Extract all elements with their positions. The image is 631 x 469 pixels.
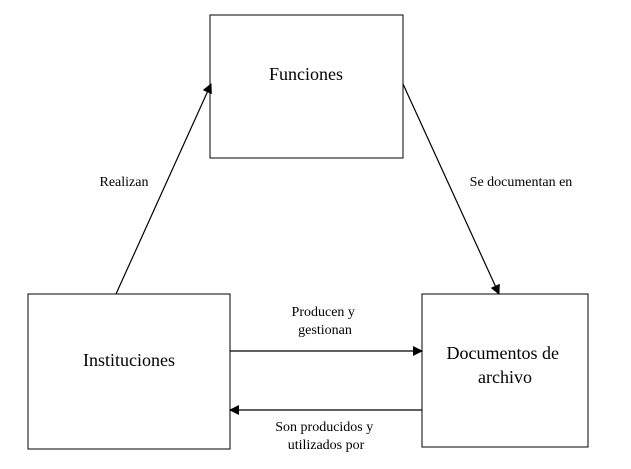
edge-son-producidos-line-2: utilizados por bbox=[288, 438, 365, 453]
edge-realizan-arrow bbox=[115, 83, 212, 295]
edge-realizan-label: Realizan bbox=[100, 175, 149, 190]
node-documentos: Documentos de archivo bbox=[421, 293, 589, 448]
node-funciones-label: Funciones bbox=[269, 64, 343, 84]
node-documentos-label: Documentos de archivo bbox=[447, 343, 564, 387]
node-documentos-line-2: archivo bbox=[478, 367, 532, 387]
edge-producen: Producen y gestionan bbox=[230, 305, 423, 356]
node-instituciones-box bbox=[27, 293, 231, 450]
node-instituciones-label: Instituciones bbox=[83, 350, 175, 370]
node-documentos-box bbox=[421, 293, 589, 448]
edge-se-documentan-line: Se documentan en bbox=[470, 175, 573, 190]
edge-se-documentan: Se documentan en bbox=[402, 83, 573, 295]
node-instituciones: Instituciones bbox=[27, 293, 231, 450]
edge-se-documentan-label: Se documentan en bbox=[470, 175, 573, 190]
node-documentos-line-1: Documentos de bbox=[447, 343, 559, 363]
edge-producen-line-2: gestionan bbox=[298, 323, 352, 338]
edge-se-documentan-arrow bbox=[402, 83, 500, 295]
edge-producen-label: Producen y gestionan bbox=[292, 305, 359, 338]
edge-producen-line-1: Producen y bbox=[292, 305, 355, 320]
node-funciones: Funciones bbox=[209, 14, 404, 159]
node-funciones-line: Funciones bbox=[269, 64, 343, 84]
node-instituciones-line: Instituciones bbox=[83, 350, 175, 370]
edge-realizan-line: Realizan bbox=[100, 175, 149, 190]
node-funciones-box bbox=[209, 14, 404, 159]
edge-realizan: Realizan bbox=[100, 83, 212, 295]
edge-son-producidos-line-1: Son producidos y bbox=[275, 420, 373, 435]
edge-son-producidos-label: Son producidos y utilizados por bbox=[275, 420, 377, 453]
edge-son-producidos: Son producidos y utilizados por bbox=[229, 405, 422, 453]
